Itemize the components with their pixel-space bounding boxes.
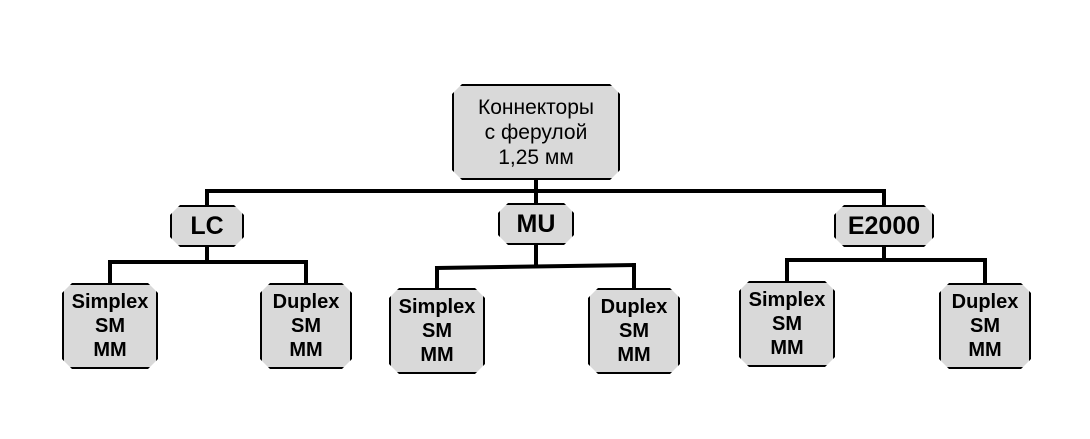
leaf-line: SM xyxy=(619,320,649,342)
leaf-node-e2000-duplex: Duplex SM MM xyxy=(939,283,1031,369)
leaf-line: SM xyxy=(422,320,452,342)
root-line-1: Коннекторы xyxy=(477,95,595,119)
leaf-line: SM xyxy=(970,315,1000,337)
leaf-line: MM xyxy=(617,344,651,366)
leaf-line: MM xyxy=(289,339,323,361)
leaf-node-mu-simplex: Simplex SM MM xyxy=(389,288,485,374)
leaf-node-lc-duplex: Duplex SM MM xyxy=(260,283,352,369)
root-line-2: с ферулой xyxy=(484,120,588,144)
leaf-line: SM xyxy=(772,313,802,335)
leaf-line: SM xyxy=(95,315,125,337)
leaf-node-lc-simplex: Simplex SM MM xyxy=(62,283,158,369)
group-label-lc: LC xyxy=(190,211,224,240)
leaf-line: Simplex xyxy=(748,289,826,311)
root-line-3: 1,25 мм xyxy=(498,145,574,169)
group-node-mu: MU xyxy=(498,203,574,245)
leaf-node-mu-duplex: Duplex SM MM xyxy=(588,288,680,374)
leaf-line: MM xyxy=(968,339,1002,361)
leaf-line: Duplex xyxy=(600,296,668,318)
line-mu-bus xyxy=(434,262,637,271)
root-node: Коннекторы с ферулой 1,25 мм xyxy=(452,84,620,180)
group-label-e2000: E2000 xyxy=(847,211,921,240)
group-node-e2000: E2000 xyxy=(834,205,934,247)
group-node-lc: LC xyxy=(170,205,244,247)
leaf-line: Simplex xyxy=(398,296,476,318)
leaf-line: SM xyxy=(291,315,321,337)
group-label-mu: MU xyxy=(516,209,556,238)
leaf-line: MM xyxy=(420,344,454,366)
leaf-node-e2000-simplex: Simplex SM MM xyxy=(739,281,835,367)
leaf-line: Simplex xyxy=(71,291,149,313)
leaf-line: Duplex xyxy=(951,291,1019,313)
leaf-line: Duplex xyxy=(272,291,340,313)
leaf-line: MM xyxy=(770,337,804,359)
leaf-line: MM xyxy=(93,339,127,361)
